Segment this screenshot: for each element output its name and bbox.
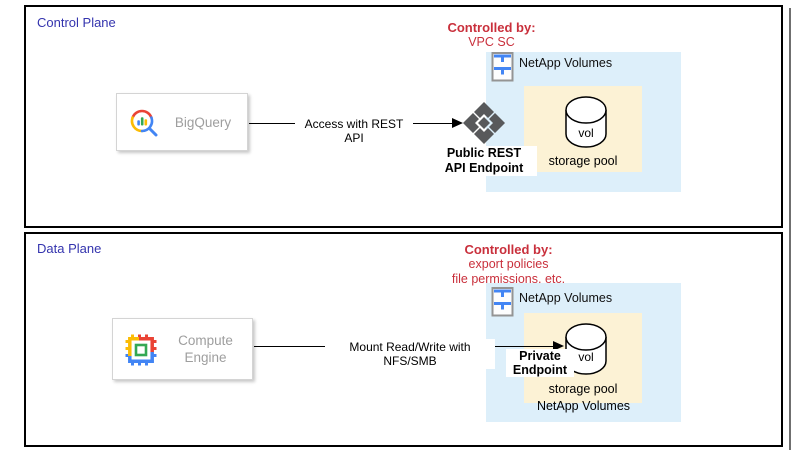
bigquery-icon (130, 109, 158, 137)
data-plane-title: Data Plane (37, 241, 102, 256)
controlled-by-line: file permissions, etc. (451, 272, 566, 286)
netapp-volumes-label: NetApp Volumes (519, 291, 613, 305)
endpoint-label-line: API Endpoint (444, 161, 524, 175)
public-rest-api-endpoint-label: Public REST API Endpoint (431, 146, 537, 176)
compute-engine-box: Compute Engine (112, 318, 253, 380)
window-edge (789, 8, 791, 450)
rest-api-arrow-label: Access with REST API (295, 116, 413, 146)
volume-label: vol (578, 126, 594, 140)
controlled-by-note-data-plane: Controlled by: export policies file perm… (421, 242, 596, 287)
nfs-mount-arrowhead-icon (553, 341, 564, 351)
endpoint-label-line: Public REST (446, 146, 522, 160)
compute-engine-icon (125, 334, 157, 366)
storage-pool-label: storage pool (548, 154, 618, 168)
endpoint-label-line: Endpoint (512, 363, 568, 377)
nfs-mount-arrow-label: Mount Read/Write with NFS/SMB (325, 339, 495, 369)
bigquery-label: BigQuery (174, 114, 232, 130)
volume-label: vol (578, 350, 594, 364)
compute-engine-label-line: Compute (178, 333, 233, 348)
volume-cylinder-icon (565, 96, 607, 148)
controlled-by-title: Controlled by: (464, 242, 553, 257)
netapp-volumes-label: NetApp Volumes (519, 56, 613, 70)
controlled-by-line: export policies (468, 257, 549, 271)
netapp-volumes-icon (491, 287, 514, 317)
control-plane-title: Control Plane (37, 15, 116, 30)
api-endpoint-icon (463, 102, 505, 144)
rest-api-arrowhead-icon (452, 118, 463, 128)
compute-engine-label-line: Engine (184, 350, 227, 365)
endpoint-label-line: Private (519, 349, 561, 363)
netapp-volumes-icon (491, 52, 514, 82)
controlled-by-title: Controlled by: (447, 20, 536, 35)
controlled-by-line: VPC SC (468, 35, 515, 49)
bigquery-box: BigQuery (116, 93, 248, 151)
private-endpoint-label: Private Endpoint (506, 349, 574, 377)
netapp-volumes-bottom-label: NetApp Volumes (536, 399, 631, 413)
compute-engine-label: Compute Engine (161, 319, 250, 379)
storage-pool-label: storage pool (548, 382, 618, 396)
controlled-by-note-control-plane: Controlled by: VPC SC (404, 20, 579, 50)
